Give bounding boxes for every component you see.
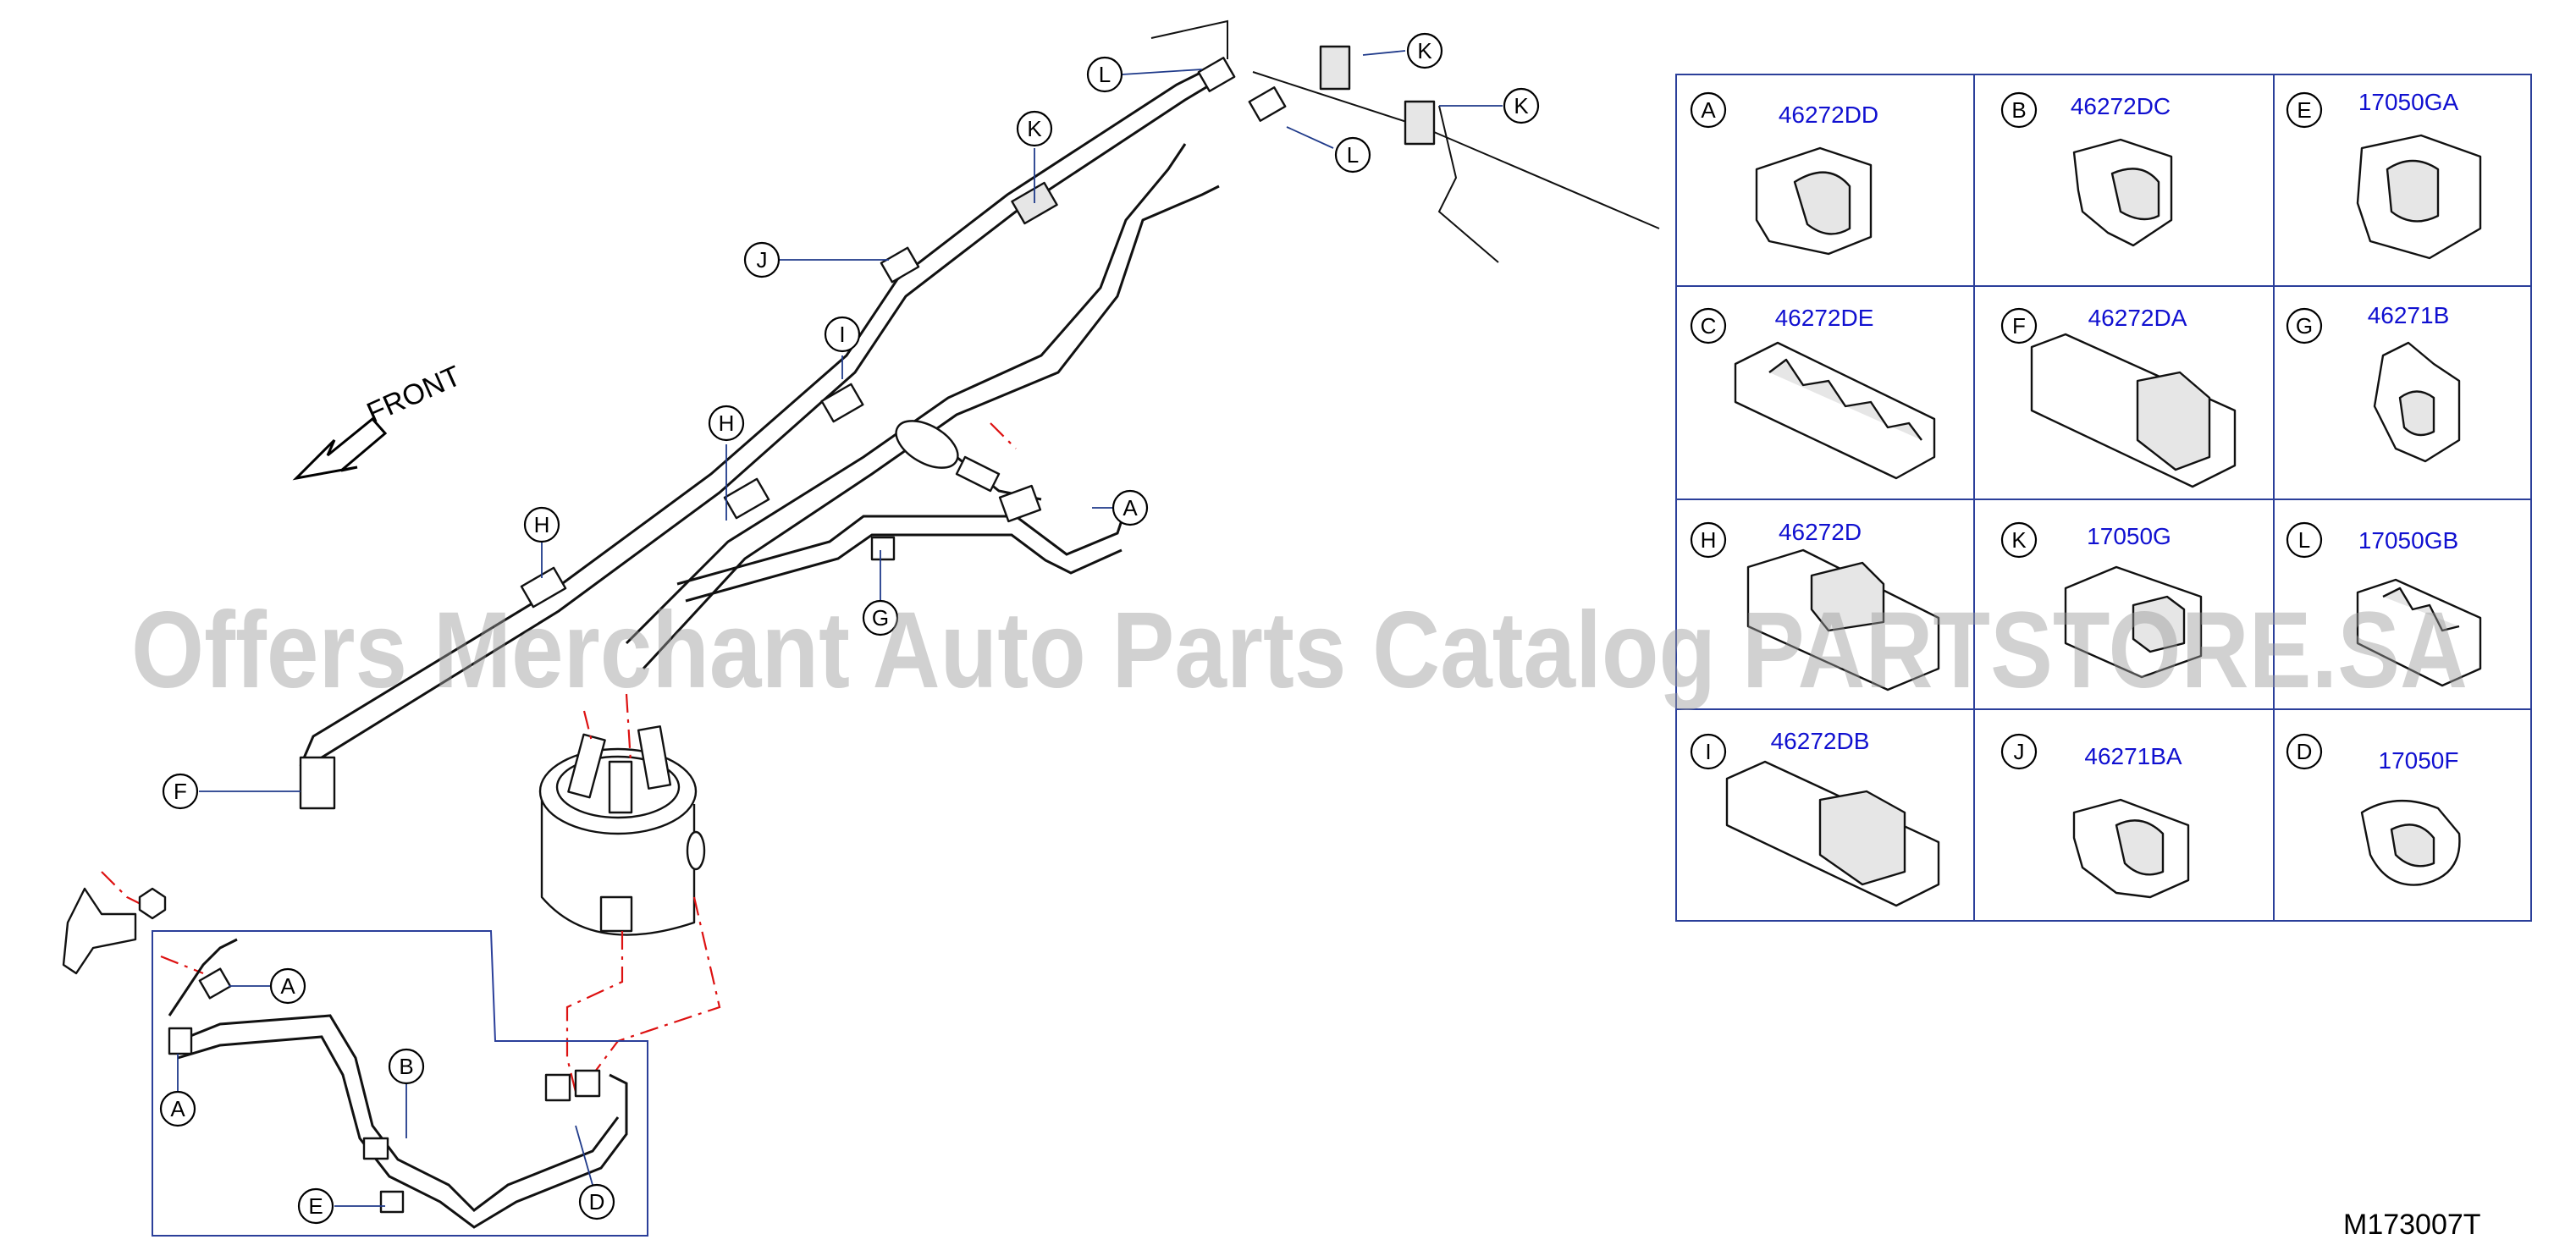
svg-text:L: L [1099, 62, 1111, 87]
svg-text:I: I [1705, 739, 1711, 764]
table-cell-D: D 17050F [2286, 733, 2461, 886]
svg-text:G: G [2296, 313, 2313, 339]
svg-text:A: A [1701, 97, 1716, 123]
callout-H-2: H [523, 506, 560, 543]
callout-A-inset-1: A [269, 967, 306, 1005]
table-cell-J: J 46271BA [2000, 733, 2190, 899]
svg-text:46271B: 46271B [2368, 302, 2450, 328]
watermark-text: Offers Merchant Auto Parts Catalog PARTS… [131, 590, 2468, 711]
callout-D: D [578, 1183, 615, 1220]
svg-text:J: J [757, 247, 768, 273]
svg-text:46272DA: 46272DA [2088, 305, 2187, 331]
table-cell-I: I 46272DB [1690, 728, 1940, 907]
callout-J: J [743, 241, 781, 278]
svg-text:46271BA: 46271BA [2084, 743, 2182, 769]
svg-text:17050GB: 17050GB [2358, 527, 2458, 554]
callout-K-2: K [1406, 32, 1443, 69]
table-cell-G: G 46271B [2286, 302, 2461, 463]
svg-text:J: J [2014, 739, 2025, 764]
parts-table [1675, 74, 2532, 922]
svg-text:D: D [2297, 739, 2313, 764]
svg-text:C: C [1701, 313, 1717, 339]
svg-text:L: L [1347, 142, 1359, 168]
callout-H-1: H [708, 405, 745, 442]
svg-text:B: B [399, 1054, 413, 1079]
table-cell-H: H 46272D [1690, 519, 1940, 691]
svg-text:A: A [170, 1096, 185, 1121]
callout-E: E [297, 1187, 334, 1225]
pipe-clips [299, 45, 1436, 810]
table-cell-B: B 46272DC [2000, 91, 2173, 247]
svg-text:I: I [839, 322, 845, 347]
fuel-filter [538, 725, 706, 936]
callout-L-1: L [1086, 56, 1123, 93]
callout-A-upper: A [1111, 489, 1149, 526]
svg-text:B: B [2011, 97, 2026, 123]
return-pipes [676, 430, 1128, 603]
table-cell-A: A 46272DD [1690, 91, 1878, 256]
svg-text:D: D [589, 1189, 605, 1215]
svg-text:17050G: 17050G [2087, 523, 2171, 549]
svg-text:L: L [2298, 527, 2310, 553]
svg-text:A: A [1123, 495, 1138, 521]
callout-A-inset-2: A [159, 1090, 196, 1127]
svg-text:K: K [2011, 527, 2027, 553]
svg-text:E: E [308, 1193, 323, 1219]
svg-text:46272DE: 46272DE [1775, 305, 1874, 331]
callout-F: F [162, 773, 199, 810]
svg-text:46272DC: 46272DC [2071, 93, 2171, 119]
svg-text:46272DD: 46272DD [1779, 102, 1878, 128]
svg-text:H: H [719, 410, 735, 436]
svg-text:E: E [2297, 97, 2311, 123]
callout-K-1: K [1016, 110, 1053, 147]
inline-fuel-pump [895, 420, 1001, 493]
mounting-bracket [62, 887, 167, 975]
svg-text:H: H [534, 512, 550, 537]
table-cell-C: C 46272DE [1690, 305, 1936, 480]
svg-text:17050GA: 17050GA [2358, 89, 2459, 115]
svg-text:A: A [280, 973, 295, 999]
svg-text:G: G [872, 605, 889, 631]
table-cell-L: L 17050GB [2286, 521, 2482, 687]
svg-text:K: K [1027, 116, 1042, 141]
front-arrow-icon [292, 416, 388, 481]
svg-text:17050F: 17050F [2379, 747, 2459, 774]
table-cell-E: E 17050GA [2286, 89, 2482, 260]
leader-lines [177, 50, 1503, 1207]
svg-text:K: K [1417, 38, 1432, 63]
callout-K-3: K [1503, 87, 1540, 124]
svg-text:F: F [2012, 313, 2026, 339]
assembly-lines [101, 422, 1017, 1093]
svg-text:F: F [174, 779, 187, 804]
front-label: FRONT [362, 360, 466, 429]
table-cell-F: F 46272DA [2000, 305, 2237, 488]
svg-text:K: K [1514, 93, 1529, 118]
svg-text:H: H [1701, 527, 1717, 553]
svg-text:46272D: 46272D [1779, 519, 1862, 545]
svg-text:46272DB: 46272DB [1771, 728, 1870, 754]
diagram-id: M173007T [2343, 1209, 2481, 1241]
detail-inset [152, 930, 648, 1237]
callout-B: B [388, 1048, 425, 1085]
callout-L-2: L [1334, 136, 1371, 174]
callout-I: I [824, 316, 861, 353]
callout-G: G [862, 599, 899, 636]
table-cell-K: K 17050G [2000, 521, 2203, 679]
